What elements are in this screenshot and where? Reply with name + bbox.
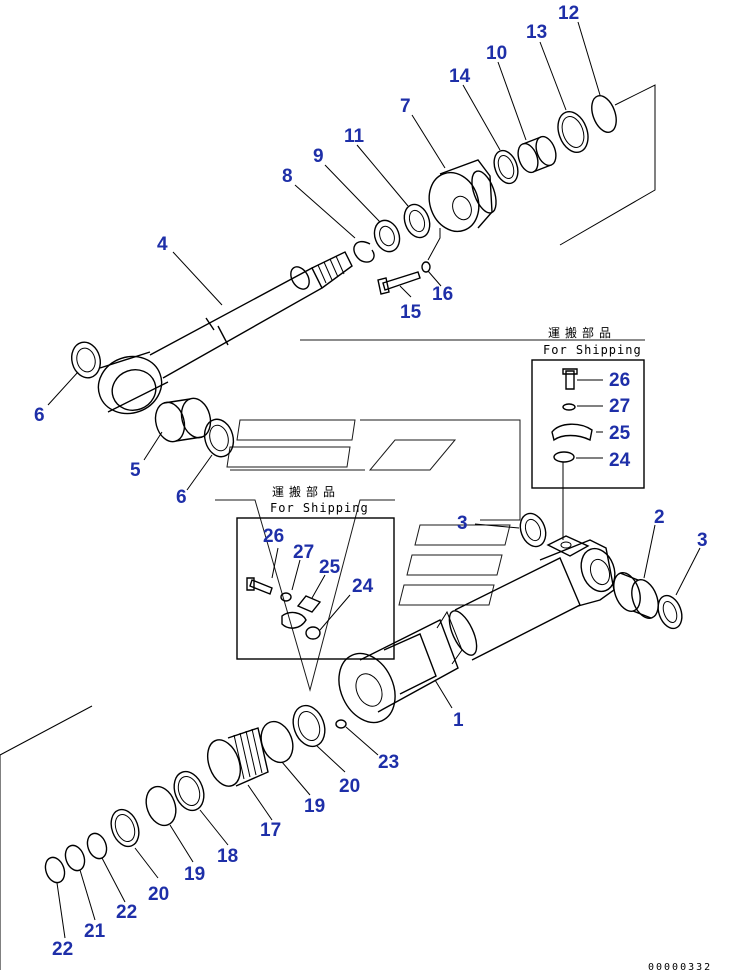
- label-9: 9: [313, 146, 324, 167]
- snap-ring-8: [353, 241, 375, 263]
- label-11: 11: [344, 126, 365, 147]
- shipping-label-jp: 運搬部品: [548, 325, 616, 340]
- label-7: 7: [400, 96, 411, 117]
- label-19b: 19: [184, 864, 205, 885]
- shipping-label-jp-left: 運搬部品: [272, 484, 340, 499]
- label-26a: 26: [609, 370, 630, 391]
- label-24a: 24: [609, 450, 631, 471]
- label-25a: 25: [609, 423, 631, 444]
- label-27a: 27: [609, 396, 630, 417]
- label-22a: 22: [116, 902, 137, 923]
- label-25b: 25: [319, 557, 341, 578]
- ring-21: [64, 844, 86, 872]
- shipping-box-left: 運搬部品 For Shipping: [236, 484, 395, 660]
- label-20a: 20: [339, 776, 360, 797]
- lower-seal-chain: [0, 704, 347, 970]
- figure-code: 00000332: [648, 962, 712, 973]
- label-6a: 6: [34, 405, 45, 426]
- dust-seal-3a: [657, 594, 683, 630]
- label-27b: 27: [293, 542, 314, 563]
- label-16: 16: [432, 284, 453, 305]
- label-17: 17: [260, 820, 281, 841]
- rod-assembly: [70, 84, 656, 458]
- seal-17: [206, 727, 269, 787]
- label-5: 5: [130, 460, 141, 481]
- label-14: 14: [449, 66, 471, 87]
- label-26b: 26: [263, 526, 284, 547]
- label-12: 12: [558, 3, 579, 24]
- ring-20a: [292, 704, 326, 748]
- shipping-box-right: 運搬部品 For Shipping: [531, 325, 645, 540]
- piston-rod: [97, 251, 353, 415]
- label-6b: 6: [176, 487, 187, 508]
- plug-23: [335, 719, 347, 729]
- label-20b: 20: [148, 884, 169, 905]
- label-2: 2: [654, 507, 665, 528]
- shipping-label-en-left: For Shipping: [270, 501, 369, 515]
- label-23: 23: [378, 752, 399, 773]
- label-3a: 3: [697, 530, 708, 551]
- shipping-label-en: For Shipping: [543, 343, 642, 357]
- label-1: 1: [453, 710, 464, 731]
- label-15: 15: [400, 302, 422, 323]
- watermark-logo: [215, 339, 645, 692]
- label-21: 21: [84, 921, 106, 942]
- ring-20b: [110, 808, 140, 848]
- label-18: 18: [217, 846, 238, 867]
- label-10: 10: [486, 43, 507, 64]
- dust-seal-3b: [519, 512, 547, 548]
- label-4: 4: [157, 234, 168, 255]
- bushing-2: [613, 572, 659, 619]
- label-19a: 19: [304, 796, 325, 817]
- ring-22b: [44, 856, 66, 884]
- label-3b: 3: [457, 513, 468, 534]
- part-number-labels: 1 2 3 3 4 5 6 6 7 8 9 10 11 12 13 14 15 …: [34, 3, 708, 960]
- dust-seal-6a: [70, 341, 102, 379]
- cylinder-tube: [338, 535, 616, 724]
- bushing-5: [154, 397, 212, 443]
- ring-18: [173, 770, 205, 812]
- ring-19a: [260, 720, 294, 764]
- piston-7: [428, 159, 497, 233]
- leader-lines: [47, 21, 701, 939]
- label-8: 8: [282, 166, 293, 187]
- label-24b: 24: [352, 576, 374, 597]
- label-13: 13: [526, 22, 547, 43]
- ring-22a: [86, 832, 108, 860]
- label-22b: 22: [52, 939, 73, 960]
- washer-16: [421, 261, 431, 273]
- bolt-15: [377, 271, 421, 295]
- ring-19b: [145, 785, 177, 827]
- dust-seal-6b: [203, 418, 235, 458]
